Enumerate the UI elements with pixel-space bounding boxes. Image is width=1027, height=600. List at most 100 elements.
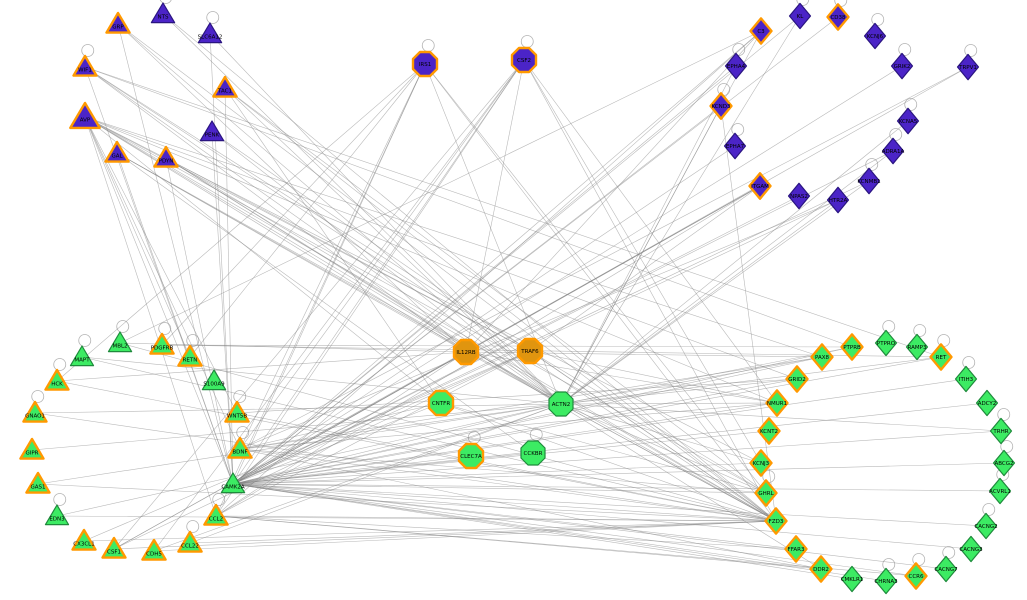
node-NPAS2[interactable]: NPAS2	[787, 182, 811, 210]
node-NTS[interactable]: NTS	[150, 2, 176, 24]
node-RAMP3[interactable]: RAMP3	[905, 333, 929, 361]
node-C3[interactable]: C3	[749, 17, 773, 45]
node-ABCG2[interactable]: ABCG2	[992, 449, 1016, 477]
node-FZD3[interactable]: FZD3	[764, 507, 788, 535]
edge-FZD3-CSF1	[113, 520, 777, 550]
edge-ACTN2-KCNJ3	[560, 403, 762, 464]
node-shape-diamond	[826, 3, 850, 31]
edge-IRS1-HCK	[56, 63, 426, 382]
node-GRP[interactable]: GRP	[105, 11, 131, 34]
node-KCNMB1[interactable]: KCNMB1	[857, 167, 881, 195]
node-shape-diamond	[723, 132, 747, 160]
node-CDH5[interactable]: CDH5	[141, 538, 167, 561]
edge-NTS-ACTN2	[162, 13, 562, 405]
node-IRS1[interactable]: IRS1	[411, 50, 439, 78]
node-SLC6A12[interactable]: SLC6A12	[197, 22, 223, 44]
node-WIF1[interactable]: WIF1	[72, 54, 98, 77]
edge-IL12RB-NMUR1	[465, 351, 778, 404]
edge-CAMK2A-CHRNA3	[232, 483, 887, 582]
node-ACTN2[interactable]: ACTN2	[548, 391, 574, 417]
node-CACNG3[interactable]: CACNG3	[959, 535, 983, 563]
self-loop-WNT5B	[233, 390, 247, 403]
node-CCL2[interactable]: CCL2	[203, 503, 229, 526]
node-RETN[interactable]: RETN	[177, 344, 203, 367]
node-shape-diamond	[724, 52, 748, 80]
node-GIPR[interactable]: GIPR	[19, 437, 45, 460]
node-TRPV1[interactable]: TRPV1	[956, 53, 980, 81]
node-ITGAM[interactable]: ITGAM	[748, 172, 772, 200]
node-CMKLR1[interactable]: CMKLR1	[841, 565, 864, 593]
edge-FZD3-BDNF	[239, 448, 777, 522]
node-TRHR[interactable]: TRHR	[989, 417, 1013, 445]
node-shape-triangle	[44, 368, 70, 391]
node-KCNA5[interactable]: KCNA5	[896, 107, 920, 135]
edge-AVP-PAX8	[84, 116, 823, 358]
node-KCNJ3[interactable]: KCNJ3	[749, 449, 773, 477]
node-CSF2[interactable]: CSF2	[510, 46, 538, 74]
self-loop-EPHA7	[731, 123, 745, 136]
node-AVP[interactable]: AVP	[69, 101, 101, 130]
node-MBL2[interactable]: MBL2	[107, 331, 133, 353]
self-loop-KCNMB1	[865, 158, 879, 171]
node-TRAF6[interactable]: TRAF6	[516, 337, 544, 365]
edge-GRP-CAMK2A	[117, 23, 234, 485]
node-PAX8[interactable]: PAX8	[810, 343, 834, 371]
edge-PDYN-DDR2	[165, 157, 822, 570]
node-CACNG7[interactable]: CACNG7	[934, 555, 958, 583]
node-CLEC7A[interactable]: CLEC7A	[457, 442, 485, 470]
node-CD38[interactable]: CD38	[826, 3, 850, 31]
node-GNAO1[interactable]: GNAO1	[22, 400, 48, 423]
edge-IRS1-PDGFRB	[161, 63, 426, 346]
node-GRID2[interactable]: GRID2	[785, 365, 809, 393]
node-CHRNA3[interactable]: CHRNA3	[874, 567, 898, 595]
edge-BDNF-GHRL	[239, 448, 767, 494]
node-IL12RB[interactable]: IL12RB	[452, 338, 480, 366]
node-EDN3[interactable]: EDN3	[44, 504, 70, 526]
node-KCND3[interactable]: KCND3	[709, 92, 733, 120]
self-loop-EDN3	[53, 493, 67, 506]
node-ACVRL1[interactable]: ACVRL1	[988, 477, 1012, 505]
node-CCKBR[interactable]: CCKBR	[520, 440, 546, 466]
node-CCR6[interactable]: CCR6	[904, 562, 928, 590]
node-ADRA1A[interactable]: ADRA1A	[882, 137, 905, 165]
node-KCNT2[interactable]: KCNT2	[757, 417, 781, 445]
edge-IRS1-CAMK2A	[232, 63, 426, 485]
node-shape-diamond	[748, 172, 772, 200]
node-PENK[interactable]: PENK	[199, 120, 225, 142]
edge-C3-CAMK2A	[232, 30, 762, 485]
edge-ACTN2-GIPR	[31, 403, 562, 451]
node-KL[interactable]: KL	[788, 2, 812, 30]
edge-CAMK2A-CACNG7	[232, 483, 947, 570]
node-NMUR1[interactable]: NMUR1	[765, 389, 789, 417]
node-RET[interactable]: RET	[929, 343, 953, 371]
node-HCK[interactable]: HCK	[44, 368, 70, 391]
edge-BDNF-CNTFR	[239, 402, 442, 450]
node-ITIH3[interactable]: ITIH3	[954, 365, 978, 393]
edge-KCND3-FZD3	[720, 105, 777, 522]
node-S100A9[interactable]: S100A9	[201, 369, 227, 391]
node-KCNJ6[interactable]: KCNJ6	[863, 22, 887, 50]
node-MAPT[interactable]: MAPT	[69, 345, 95, 367]
node-shape-triangle	[197, 22, 223, 44]
self-loop-CSF2	[520, 35, 534, 48]
edge-CAMK2A-RET	[232, 356, 942, 485]
self-loop-ITIH3	[962, 356, 976, 369]
edges-layer	[31, 13, 1005, 582]
edge-CCL2-FFAR3	[215, 515, 797, 550]
edge-IL12RB-MBL2	[119, 342, 467, 353]
self-loop-ABCG2	[1000, 440, 1014, 453]
self-loop-TRPV1	[964, 44, 978, 57]
node-DDR2[interactable]: DDR2	[809, 555, 833, 583]
node-TAC1[interactable]: TAC1	[212, 75, 238, 98]
edge-NPAS2-CAMK2A	[232, 195, 800, 485]
node-CNTFR[interactable]: CNTFR	[427, 389, 455, 417]
node-CX3CL1[interactable]: CX3CL1	[71, 528, 97, 551]
node-ADCY2[interactable]: ADCY2	[975, 389, 999, 417]
node-GRIK2[interactable]: GRIK2	[890, 52, 914, 80]
node-shape-diamond	[788, 2, 812, 30]
node-CSF1[interactable]: CSF1	[101, 536, 127, 559]
node-PTPRO[interactable]: PTPRO	[874, 329, 898, 357]
node-GAL[interactable]: GAL	[104, 140, 130, 163]
node-CACNG2[interactable]: CACNG2	[974, 512, 998, 540]
